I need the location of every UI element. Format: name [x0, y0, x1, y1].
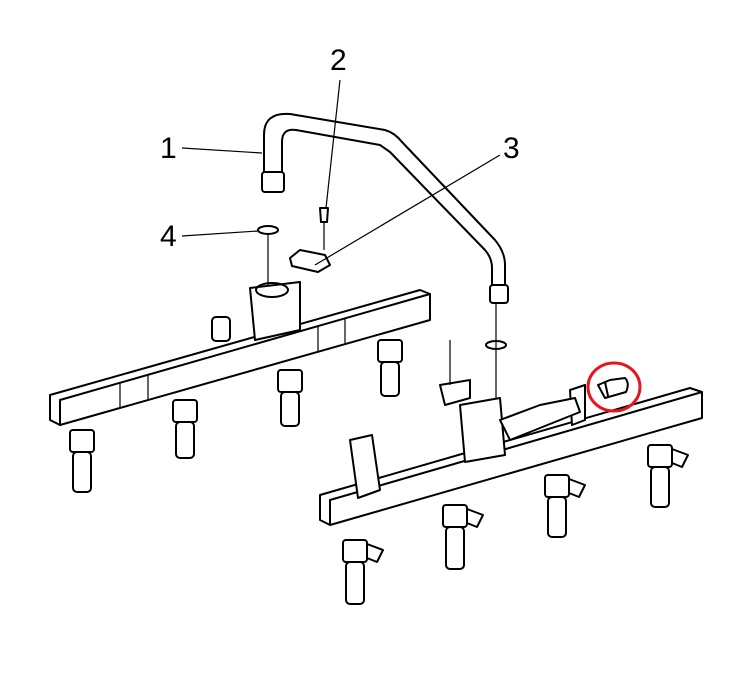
callout-3: 3 [503, 132, 520, 165]
right-fuel-rail [319, 340, 703, 526]
left-injectors [69, 339, 403, 493]
inlet-fitting [597, 377, 629, 399]
leader-lines [181, 79, 501, 266]
callout-2: 2 [330, 44, 347, 77]
right-injectors [342, 444, 689, 605]
left-fuel-rail [49, 281, 431, 426]
callout-4: 4 [160, 220, 177, 253]
bracket-3 [289, 249, 331, 273]
highlight-circle [586, 361, 642, 413]
callout-1: 1 [160, 132, 177, 165]
o-ring-4 [257, 225, 279, 235]
bolt-2 [319, 207, 329, 250]
crossover-pipe [261, 112, 509, 304]
